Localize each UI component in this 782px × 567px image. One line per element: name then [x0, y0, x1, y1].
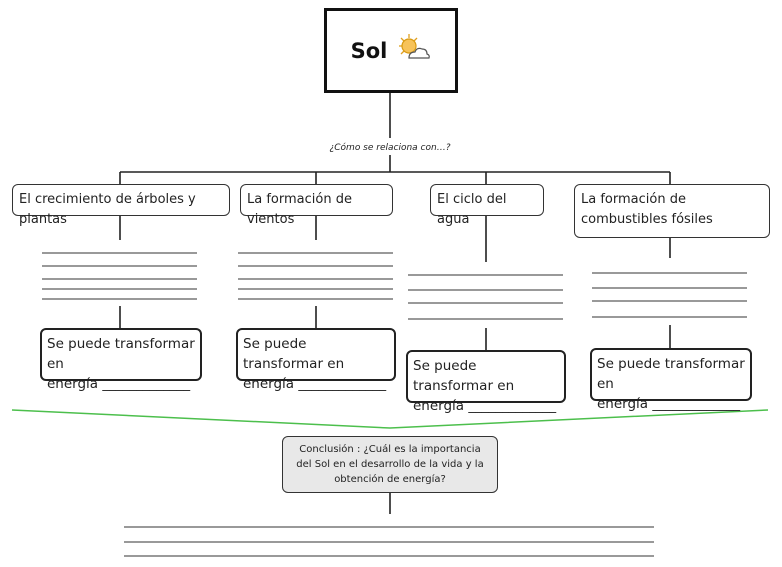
- energy-line1: Se puede transformar en: [243, 336, 345, 372]
- energy-line1: Se puede transformar en: [597, 356, 745, 392]
- energy-box-1: Se puede transformar en energía ________…: [40, 328, 202, 392]
- energy-line2: energía _____________: [243, 376, 387, 392]
- answer-lines: [42, 252, 747, 557]
- energy-line1: Se puede transformar en: [47, 336, 195, 372]
- title-text: Sol: [350, 38, 388, 63]
- topic-fossil-fuels: La formación de combustibles fósiles: [574, 184, 770, 238]
- sun-cloud-icon: [395, 32, 431, 70]
- energy-line2: energía _____________: [597, 396, 741, 412]
- title-box: Sol: [324, 8, 458, 93]
- energy-box-2: Se puede transformar en energía ________…: [236, 328, 396, 392]
- energy-line2: energía _____________: [47, 376, 191, 392]
- conclusion-box: Conclusión : ¿Cuál es la importancia del…: [282, 436, 498, 493]
- topic-winds: La formación de vientos: [240, 184, 393, 227]
- topic-water-cycle: El ciclo del agua: [430, 184, 544, 227]
- divider-line: [11, 409, 769, 429]
- energy-box-3: Se puede transformar en energía ________…: [406, 350, 566, 414]
- topic-plants: El crecimiento de árboles y plantas: [12, 184, 230, 227]
- energy-line2: energía _____________: [413, 398, 557, 414]
- question-label: ¿Cómo se relaciona con…?: [329, 143, 451, 153]
- energy-box-4: Se puede transformar en energía ________…: [590, 348, 752, 412]
- energy-line1: Se puede transformar en: [413, 358, 515, 394]
